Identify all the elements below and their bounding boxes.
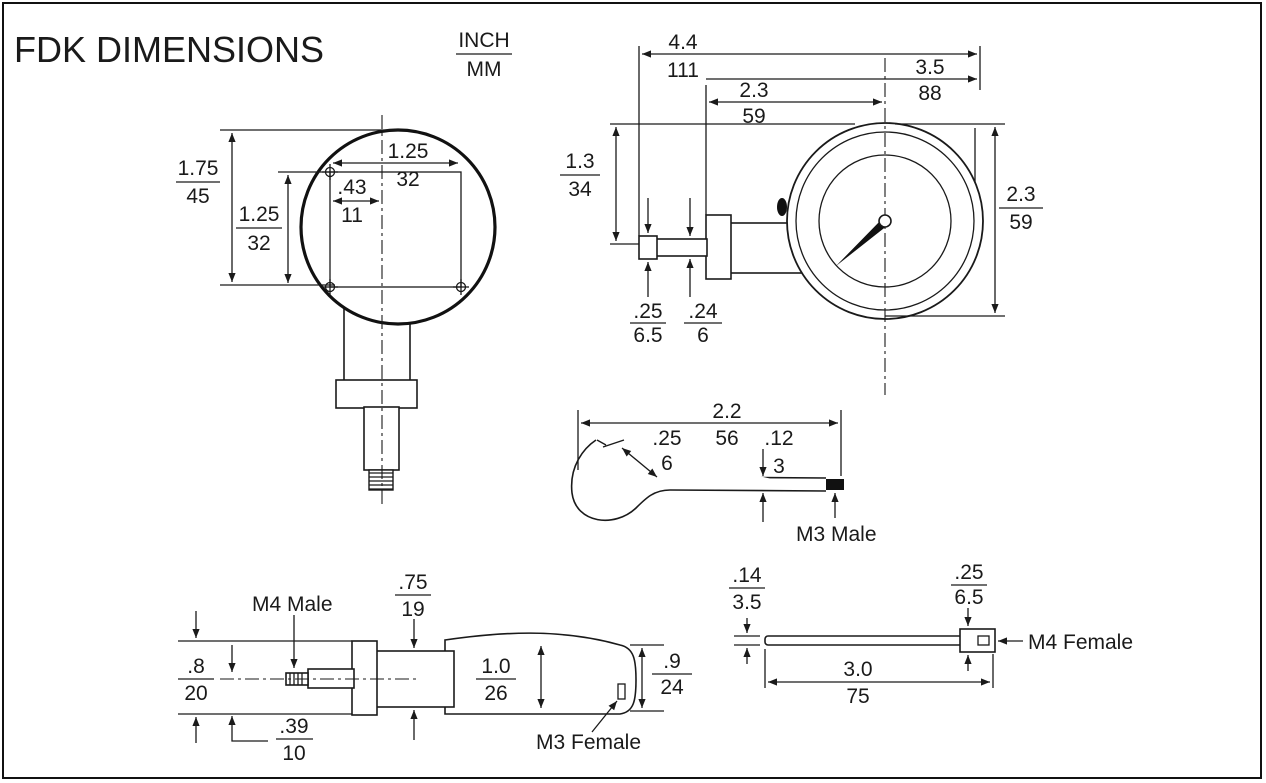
svg-text:75: 75 <box>846 685 869 708</box>
svg-text:32: 32 <box>396 168 419 191</box>
svg-text:20: 20 <box>184 682 207 705</box>
wire-probe: 2.2 56 .25 6 .12 3 M3 Male <box>570 400 877 546</box>
dim-flange-height: .8 20 <box>178 655 214 705</box>
svg-text:11: 11 <box>341 204 363 227</box>
svg-text:.24: .24 <box>688 300 718 323</box>
dim-body-height: 1.0 26 <box>476 655 516 705</box>
svg-text:.25: .25 <box>652 427 681 450</box>
svg-text:3: 3 <box>773 455 785 478</box>
svg-text:.14: .14 <box>732 564 762 587</box>
svg-text:2.3: 2.3 <box>739 79 768 102</box>
side-stem <box>654 238 708 257</box>
dim-stem-height: 1.3 34 <box>560 150 600 201</box>
svg-text:3.5: 3.5 <box>915 56 944 79</box>
front-collar <box>335 379 418 409</box>
dim-thread-offset: .39 10 <box>276 715 313 765</box>
dim-rod-length: 3.0 75 <box>843 658 872 708</box>
dim-end-height: .9 24 <box>652 650 692 699</box>
label-m3-female: M3 Female <box>536 731 641 754</box>
svg-text:26: 26 <box>484 682 507 705</box>
page-title: FDK DIMENSIONS <box>14 29 324 70</box>
label-m4-male: M4 Male <box>252 593 333 616</box>
wire-connector <box>826 479 844 490</box>
svg-text:2.3: 2.3 <box>1006 183 1035 206</box>
svg-text:.9: .9 <box>663 650 681 673</box>
rod-shaft <box>764 635 963 646</box>
dim-rod-diameter: .14 3.5 <box>729 564 765 614</box>
dim-wire-length: 2.2 56 <box>712 400 741 450</box>
svg-text:6.5: 6.5 <box>633 324 662 347</box>
dim-hole-width: 1.25 32 <box>388 140 429 191</box>
side-tip <box>638 235 658 260</box>
svg-text:6.5: 6.5 <box>954 586 983 609</box>
svg-text:3.0: 3.0 <box>843 658 872 681</box>
unit-inch-label: INCH <box>458 29 509 52</box>
dial-needle <box>836 219 888 266</box>
unit-mm-label: MM <box>467 58 502 81</box>
svg-text:19: 19 <box>401 598 424 621</box>
dim-wire-diameter: .12 3 <box>764 427 793 478</box>
dim-rod-head: .25 6.5 <box>951 561 987 609</box>
dim-dial-diameter: 2.3 59 <box>999 183 1043 234</box>
svg-text:.25: .25 <box>954 561 983 584</box>
svg-text:88: 88 <box>918 82 941 105</box>
front-view: 1.75 45 1.25 32 1.25 32 .43 11 <box>176 115 497 505</box>
dim-hole-height: 1.25 32 <box>236 203 282 255</box>
dim-overall-length: 4.4 111 <box>667 31 699 82</box>
adapter: .8 20 .39 10 .75 19 1.0 26 <box>178 571 692 765</box>
side-view: 4.4 111 3.5 88 2.3 59 2.3 59 1.3 34 <box>560 31 1043 395</box>
svg-text:34: 34 <box>568 178 592 201</box>
svg-text:1.25: 1.25 <box>388 140 429 163</box>
svg-text:59: 59 <box>1009 211 1032 234</box>
dim-body-length: .75 19 <box>395 571 431 621</box>
dim-front-height: 1.75 45 <box>176 157 220 208</box>
svg-text:24: 24 <box>660 676 684 699</box>
dim-hook: .25 6 <box>652 427 681 475</box>
svg-text:56: 56 <box>715 427 738 450</box>
svg-text:10: 10 <box>282 742 305 765</box>
svg-text:1.0: 1.0 <box>481 655 510 678</box>
dim-dial-to-end: 3.5 88 <box>915 56 944 105</box>
svg-text:6: 6 <box>697 324 709 347</box>
svg-text:1.75: 1.75 <box>178 157 219 180</box>
svg-text:.25: .25 <box>633 300 662 323</box>
svg-text:32: 32 <box>247 232 270 255</box>
svg-text:1.25: 1.25 <box>239 203 280 226</box>
label-m3-male: M3 Male <box>796 523 877 546</box>
rod-probe: .14 3.5 .25 6.5 3.0 75 M4 Female <box>729 561 1133 708</box>
unit-legend: INCH MM <box>456 29 512 81</box>
svg-text:45: 45 <box>186 185 209 208</box>
svg-text:59: 59 <box>742 105 765 128</box>
svg-text:.43: .43 <box>337 176 366 199</box>
svg-text:2.2: 2.2 <box>712 400 741 423</box>
svg-text:.39: .39 <box>279 715 308 738</box>
adapter-flange <box>351 640 378 716</box>
svg-text:.75: .75 <box>398 571 427 594</box>
svg-text:.12: .12 <box>764 427 793 450</box>
svg-text:1.3: 1.3 <box>565 150 594 173</box>
dim-tip-length: .25 6.5 <box>630 300 666 347</box>
svg-text:3.5: 3.5 <box>732 591 761 614</box>
side-collar <box>705 214 732 280</box>
label-m4-female: M4 Female <box>1028 631 1133 654</box>
dim-hole-offset: .43 11 <box>337 176 366 227</box>
dim-neck-length: .24 6 <box>684 300 722 347</box>
svg-text:.8: .8 <box>187 655 205 678</box>
svg-text:6: 6 <box>661 452 673 475</box>
svg-text:4.4: 4.4 <box>668 31 698 54</box>
svg-text:111: 111 <box>667 59 699 82</box>
dim-stem-length: 2.3 59 <box>739 79 768 128</box>
